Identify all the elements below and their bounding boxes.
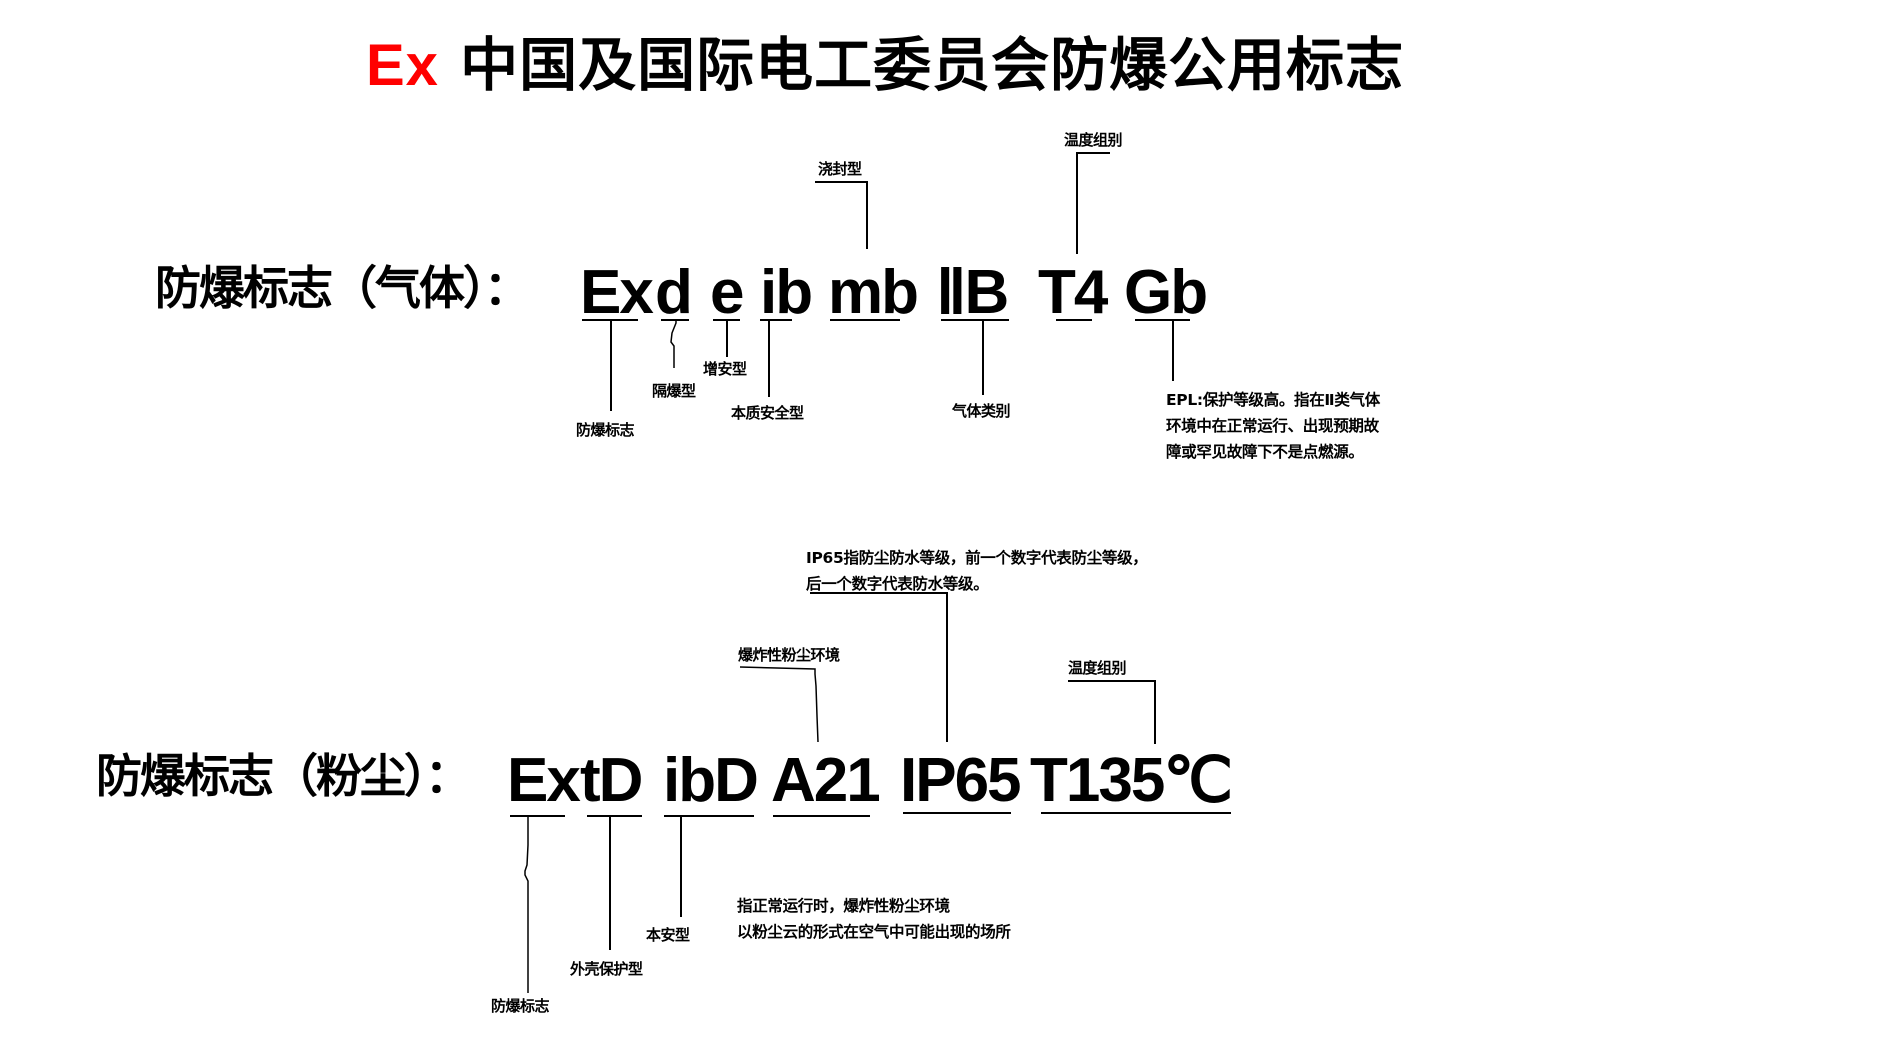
gas-underline-mb [830,319,900,321]
dust-leader-td [609,815,611,950]
gas-leader-temp-v [1076,152,1078,254]
gas-leader-mb-v [866,181,868,249]
gas-leader-ib [768,319,770,397]
dust-leader-ip65-v [946,592,948,742]
gas-callout-e: 增安型 [703,360,747,378]
epl-line-1: EPL:保护等级高。指在Ⅱ类气体 [1166,391,1380,409]
epl-line-3: 障或罕见故障下不是点燃源。 [1166,443,1364,461]
gas-callout-ex: 防爆标志 [576,421,635,439]
gas-row-label: 防爆标志（气体）： [155,261,530,315]
gas-leader-ex [610,319,612,411]
dust-token-ex: Ex [507,746,581,815]
ip65-line-1: IP65指防尘防水等级，前一个数字代表防尘等级， [806,549,1148,567]
dust-callout-ip65: IP65指防尘防水等级，前一个数字代表防尘等级， 后一个数字代表防水等级。 [806,545,1148,597]
gas-underline-temp [1056,319,1092,321]
gas-token-d: d [655,258,693,327]
gas-callout-mb: 浇封型 [818,160,862,178]
gas-leader-mb-h [815,181,868,183]
gas-leader-d [670,319,677,368]
gas-leader-temp-h [1076,152,1110,154]
dust-callout-temp: 温度组别 [1068,659,1127,677]
dust-underline-temp [1041,812,1231,814]
title-text: 中国及国际电工委员会防爆公用标志 [460,31,1405,99]
gas-callout-d: 隔爆型 [652,382,696,400]
dust-token-ibd: ibD [663,746,759,815]
dust-token-temp: T135℃ [1030,746,1233,815]
gas-callout-temp: 温度组别 [1064,131,1123,149]
gas-token-mb: mb [828,258,919,327]
dust-underline-a21 [773,815,870,817]
dust-leader-temp-v [1154,680,1156,744]
gas-underline-d [661,319,689,321]
dust-underline-ibd [664,815,754,817]
zone-line-2: 以粉尘云的形式在空气中可能出现的场所 [737,923,1011,941]
dust-token-td: tD [580,746,643,815]
dust-callout-a21: 爆炸性粉尘环境 [738,646,840,664]
gas-callout-ib: 本质安全型 [731,404,804,422]
gas-token-e: e [710,258,745,327]
dust-leader-a21 [739,666,819,743]
dust-leader-temp-h [1068,680,1156,682]
dust-leader-ex [524,815,529,993]
gas-callout-epl: EPL:保护等级高。指在Ⅱ类气体 环境中在正常运行、出现预期故 障或罕见故障下不… [1166,387,1380,465]
dust-zone-note: 指正常运行时，爆炸性粉尘环境 以粉尘云的形式在空气中可能出现的场所 [737,893,1011,945]
gas-token-epl: Gb [1124,258,1208,327]
epl-line-2: 环境中在正常运行、出现预期故 [1166,417,1379,435]
gas-leader-group [982,319,984,395]
dust-callout-td: 外壳保护型 [570,960,643,978]
page-title: Ex 中国及国际电工委员会防爆公用标志 [366,30,1404,101]
gas-token-ex: Ex [580,258,654,327]
gas-token-ib: ib [760,258,813,327]
dust-underline-ex [510,815,565,817]
ip65-line-2: 后一个数字代表防水等级。 [806,575,989,593]
dust-underline-td [587,815,642,817]
gas-token-temp: T4 [1038,258,1108,327]
gas-leader-e [726,319,728,357]
gas-callout-group: 气体类别 [952,402,1011,420]
dust-leader-ip65-h [810,592,947,594]
gas-underline-group [941,319,1009,321]
dust-callout-ibd: 本安型 [646,926,690,944]
zone-line-1: 指正常运行时，爆炸性粉尘环境 [737,897,950,915]
dust-leader-ibd [680,815,682,917]
dust-underline-ip65 [903,812,1011,814]
dust-callout-ex: 防爆标志 [491,997,550,1015]
title-ex-prefix: Ex [366,33,439,98]
dust-token-a21: A21 [771,746,881,815]
gas-underline-ib [760,319,792,321]
dust-row-label: 防爆标志（粉尘）： [96,749,471,803]
gas-leader-epl [1172,319,1174,381]
dust-token-ip65: IP65 [900,746,1022,815]
gas-underline-epl [1135,319,1190,321]
gas-token-group: ⅡB [936,258,1009,327]
